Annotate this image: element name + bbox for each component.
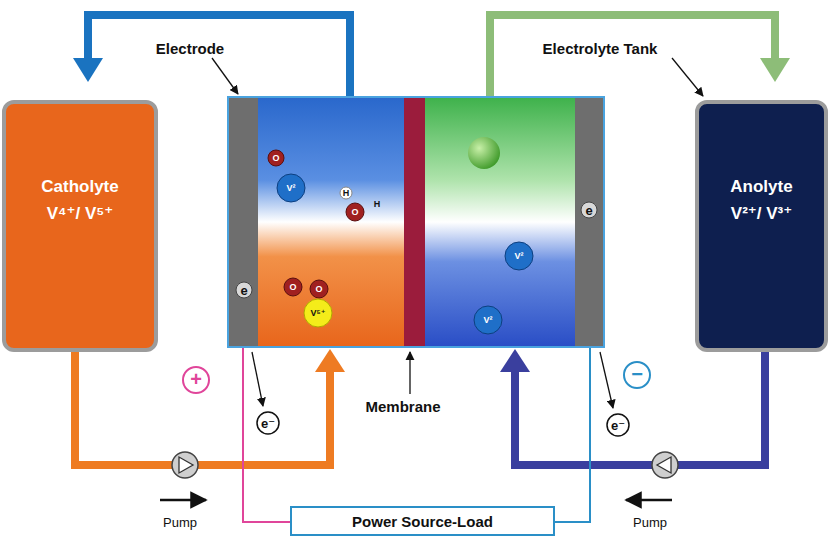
positive-sign-ring — [183, 367, 209, 393]
pipe-arrowhead — [760, 58, 790, 82]
callout-label: Electrode — [154, 40, 226, 57]
positive-wire — [243, 347, 290, 522]
electron-label: e⁻ — [611, 419, 625, 432]
pumps — [160, 452, 678, 500]
electron-badge — [257, 412, 279, 434]
ion-label: V² — [515, 252, 524, 261]
anode-half-cell — [425, 98, 575, 346]
pipes — [73, 15, 790, 465]
electron-arrow — [252, 352, 263, 406]
pump-label: Pump — [633, 516, 667, 529]
node-title: Catholyte — [41, 173, 118, 200]
positive-electrode — [229, 98, 258, 346]
electron-flow — [252, 352, 629, 436]
pump-label: Pump — [163, 516, 197, 529]
ion-label: O — [351, 208, 358, 217]
hydrogen-atom — [340, 187, 352, 199]
oxygen-ion — [284, 278, 302, 296]
callout-label: Electrolyte Tank — [541, 40, 660, 57]
vanadium-ion — [304, 299, 332, 327]
return-pipe-anode — [490, 15, 775, 97]
leader-arrows — [212, 58, 703, 394]
oxygen-ion — [268, 150, 284, 166]
polarity-signs — [183, 362, 650, 393]
vanadium-ion — [505, 242, 533, 270]
feed-pipe-anode — [515, 352, 765, 465]
pump-symbol — [172, 452, 198, 478]
ion-label: O — [289, 283, 296, 292]
pipe-arrowhead — [500, 349, 530, 372]
pump-triangle — [657, 457, 671, 473]
cell-outline — [228, 97, 604, 347]
membrane — [404, 98, 425, 346]
node-subtitle: V²⁺/ V³⁺ — [731, 200, 792, 227]
vanadium-ion — [277, 174, 305, 202]
node-title: Power Source-Load — [352, 513, 493, 530]
electron-dot — [581, 202, 597, 218]
polarity-sign: + — [190, 369, 202, 389]
ion-label: H — [374, 200, 381, 209]
ions — [236, 137, 597, 334]
electron-label: e — [240, 284, 247, 297]
ion-label: V² — [287, 184, 296, 193]
oxygen-ion — [310, 280, 328, 298]
electron-label: e⁻ — [261, 417, 275, 430]
electron-dot — [236, 282, 252, 298]
cell — [228, 97, 604, 347]
catholyte-tank: CatholyteV⁴⁺/ V⁵⁺ — [2, 100, 158, 352]
polarity-sign: − — [631, 364, 643, 384]
electron-badge — [607, 414, 629, 436]
negative-wire — [555, 347, 590, 522]
pipe-arrowhead — [315, 349, 345, 372]
cathode-half-cell — [258, 98, 404, 346]
leader-line — [409, 352, 410, 394]
ion-label: O — [315, 285, 322, 294]
oxygen-ion — [346, 203, 364, 221]
ion-label: H — [343, 189, 350, 198]
pump-triangle — [179, 457, 193, 473]
pipe-arrowhead — [73, 58, 103, 82]
callout-label: Membrane — [363, 398, 442, 415]
green-ion — [468, 137, 500, 169]
pump-direction-arrow — [160, 499, 206, 502]
return-pipe-cathode — [88, 15, 350, 97]
pump-symbol — [652, 452, 678, 478]
feed-pipe-cathode — [75, 352, 330, 465]
ion-label: V⁵⁺ — [311, 309, 326, 318]
electron-arrow — [600, 352, 613, 408]
negative-electrode — [575, 98, 604, 346]
pump-direction-arrow — [626, 499, 672, 502]
vanadium-ion — [474, 306, 502, 334]
leader-line — [672, 58, 703, 96]
node-title: Anolyte — [730, 173, 792, 200]
electron-label: e — [585, 204, 592, 217]
node-subtitle: V⁴⁺/ V⁵⁺ — [47, 200, 113, 227]
power-source-box: Power Source-Load — [290, 506, 555, 536]
negative-sign-ring — [624, 362, 650, 388]
anolyte-tank: AnolyteV²⁺/ V³⁺ — [695, 100, 828, 352]
wires — [243, 347, 590, 522]
leader-line — [212, 58, 238, 94]
ion-label: V² — [484, 316, 493, 325]
ion-label: O — [272, 154, 279, 163]
